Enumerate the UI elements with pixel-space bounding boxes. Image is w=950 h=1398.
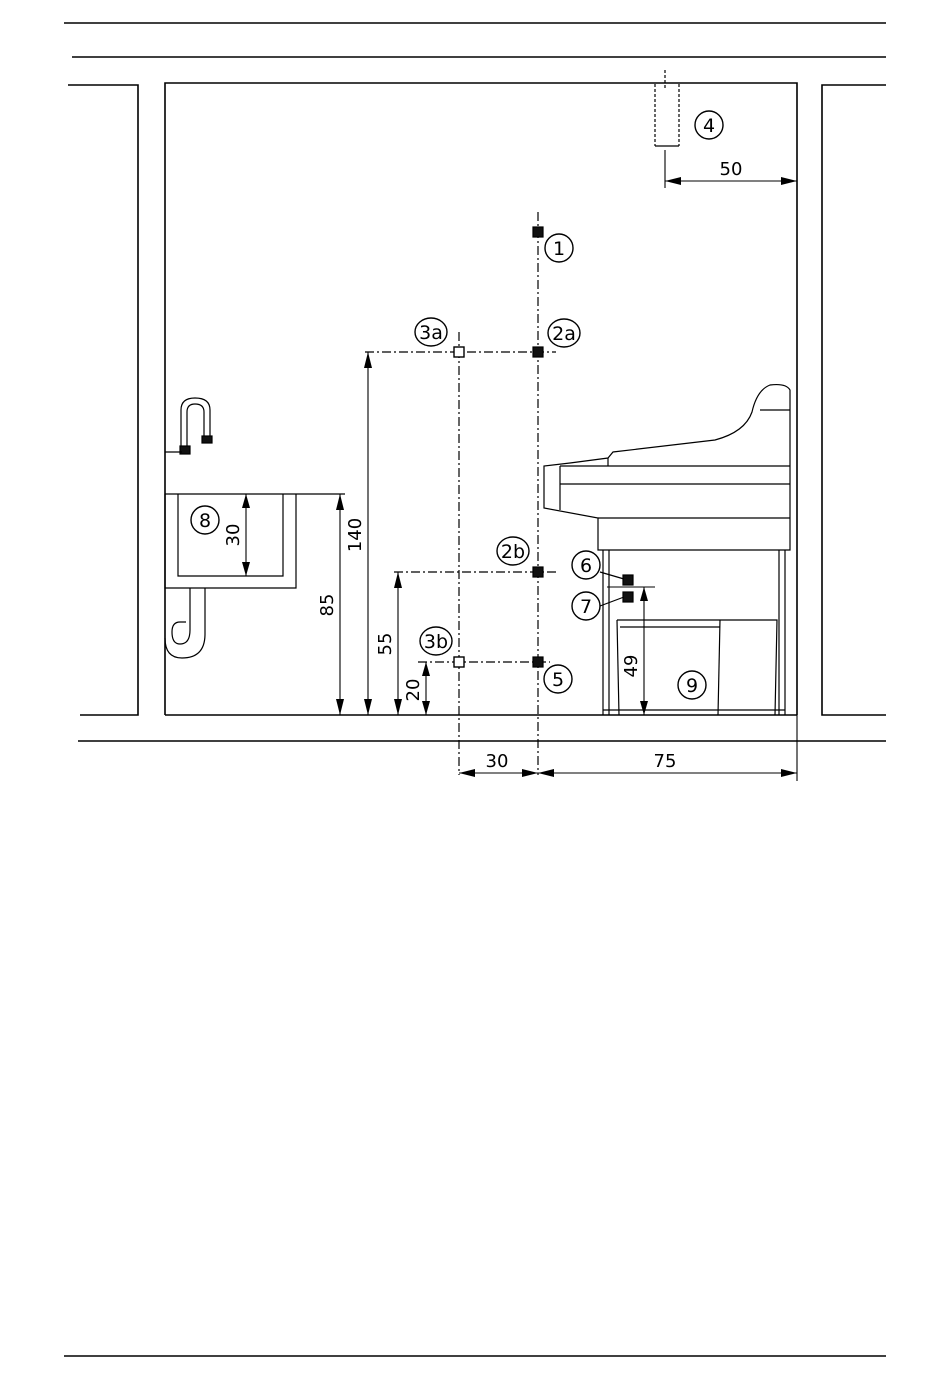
- marker-2b: [533, 567, 543, 577]
- ceiling-pipe: [655, 70, 679, 146]
- svg-text:6: 6: [580, 555, 592, 577]
- callout-7: 7: [572, 592, 600, 620]
- svg-text:4: 4: [703, 115, 715, 137]
- callout-2a: 2a: [548, 319, 580, 347]
- svg-text:2a: 2a: [552, 323, 576, 345]
- machine-body: [544, 385, 790, 550]
- faucet: [181, 398, 210, 452]
- callout-3b: 3b: [420, 627, 452, 655]
- right-wall-section: [822, 85, 886, 715]
- marker-5: [533, 657, 543, 667]
- svg-text:1: 1: [553, 238, 565, 260]
- svg-text:7: 7: [580, 596, 592, 618]
- callout-6: 6: [572, 551, 600, 579]
- dimension-85: 85: [317, 494, 344, 715]
- svg-text:2b: 2b: [501, 541, 525, 563]
- dimension-label-50: 50: [720, 159, 743, 180]
- dimension-label-30-bottom: 30: [486, 751, 509, 772]
- marker-3a: [454, 347, 464, 357]
- machine-on-stand: [544, 385, 790, 715]
- callout-8: 8: [191, 506, 219, 534]
- markers: [454, 227, 633, 667]
- callout-3a: 3a: [415, 318, 447, 346]
- dimension-label-49: 49: [621, 655, 642, 678]
- marker-2a: [533, 347, 543, 357]
- marker-6: [623, 575, 633, 585]
- dimension-label-30-basin: 30: [223, 524, 244, 547]
- svg-text:9: 9: [686, 675, 698, 697]
- marker-7: [623, 592, 633, 602]
- marker-1: [533, 227, 543, 237]
- drain-trap: [172, 588, 190, 644]
- left-wall-section: [68, 85, 138, 715]
- callout-1: 1: [545, 234, 573, 262]
- svg-text:8: 8: [199, 510, 211, 532]
- dimension-30-bottom: 30: [459, 751, 538, 777]
- dimension-49: 49: [607, 587, 655, 715]
- dimension-20: 20: [403, 662, 430, 715]
- callout-4: 4: [695, 111, 723, 139]
- dimension-label-85: 85: [317, 594, 338, 617]
- callout-5: 5: [544, 665, 572, 693]
- dimension-label-20: 20: [403, 679, 424, 702]
- dimension-label-75: 75: [654, 751, 677, 772]
- dimension-label-140: 140: [345, 518, 366, 552]
- dimension-label-55: 55: [375, 633, 396, 656]
- dimension-75: 75: [538, 715, 797, 781]
- marker-3b: [454, 657, 464, 667]
- dimension-55: 55: [375, 572, 402, 715]
- svg-text:5: 5: [552, 669, 564, 691]
- svg-text:3a: 3a: [419, 322, 443, 344]
- dimension-50: 50: [665, 150, 797, 188]
- wash-basin: 30: [165, 398, 345, 658]
- room-walls: [68, 83, 886, 741]
- dimension-140: 140: [345, 352, 372, 715]
- callout-2b: 2b: [497, 537, 529, 565]
- svg-text:3b: 3b: [424, 631, 448, 653]
- callout-9: 9: [678, 671, 706, 699]
